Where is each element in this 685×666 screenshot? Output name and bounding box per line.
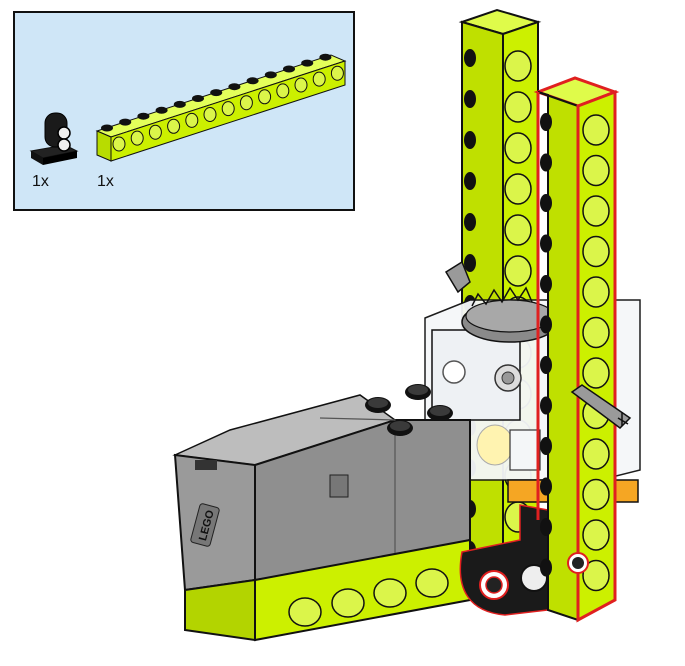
- beam-stud-hole: [264, 71, 277, 79]
- beam-hole: [582, 235, 610, 268]
- beam-hole: [540, 477, 552, 496]
- beam-side-hole: [112, 136, 126, 152]
- beam-hole: [582, 154, 610, 187]
- beam-side-hole: [330, 65, 344, 81]
- black-pin-connector-placed: [459, 504, 549, 616]
- beam-side-hole: [185, 112, 199, 128]
- grey-gear: [444, 260, 559, 343]
- beam-hole: [540, 113, 552, 131]
- beam-hole: [540, 315, 552, 334]
- beam-side-hole: [258, 89, 272, 105]
- beam-hole: [582, 114, 610, 146]
- beam-stud-hole: [119, 118, 132, 126]
- beam-side-hole: [148, 124, 162, 140]
- beam-hole: [540, 558, 552, 577]
- parts-list-graphics: [29, 53, 347, 165]
- beam-hole: [582, 316, 610, 349]
- beam-stud-hole: [155, 106, 168, 114]
- beam-hole: [504, 91, 532, 123]
- beam-stud-hole: [283, 65, 295, 73]
- grey-motor: LEGO: [172, 384, 471, 592]
- quantity-label-connector: 1x: [32, 173, 49, 190]
- beam-hole: [540, 234, 552, 253]
- beam-hole: [582, 357, 610, 389]
- beam-hole: [464, 172, 476, 190]
- beam-hole: [504, 214, 532, 246]
- beam-hole: [464, 131, 476, 149]
- beam-hole: [540, 275, 552, 293]
- beam-side-hole: [276, 83, 290, 99]
- beam-side-hole: [294, 77, 308, 93]
- beam-stud-hole: [173, 100, 186, 108]
- lime-base-beam: [184, 538, 471, 642]
- technic-beam-13-icon: [95, 53, 347, 162]
- parts-list-callout: 1x 1x: [13, 11, 355, 211]
- motor-logo: LEGO: [190, 503, 220, 547]
- lime-vertical-beam-front-new: [533, 76, 620, 623]
- beam-hole: [582, 195, 610, 227]
- grey-axle: [570, 384, 632, 429]
- beam-hole: [582, 559, 610, 592]
- beam-hole: [582, 519, 610, 551]
- beam-hole: [582, 276, 610, 308]
- beam-hole: [504, 50, 532, 82]
- beam-hole: [540, 153, 552, 172]
- beam-hole: [464, 49, 476, 67]
- beam-stud-hole: [246, 77, 259, 85]
- beam-hole: [464, 90, 476, 108]
- beam-stud-hole: [319, 53, 332, 61]
- beam-stud-hole: [301, 59, 314, 67]
- beam-side-hole: [239, 95, 253, 111]
- beam-stud-hole: [192, 95, 204, 102]
- quantity-label-beam: 1x: [97, 173, 114, 190]
- beam-side-hole: [221, 101, 235, 117]
- beam-side-hole: [167, 118, 181, 134]
- beam-side-hole: [312, 71, 326, 87]
- beam-hole: [540, 518, 552, 536]
- beam-hole: [464, 254, 476, 272]
- motor-studs: [365, 384, 453, 436]
- beam-hole: [582, 438, 610, 470]
- beam-hole: [582, 478, 610, 511]
- beam-hole: [464, 213, 476, 231]
- beam-side-hole: [130, 130, 144, 146]
- beam-stud-hole: [101, 124, 113, 132]
- technic-pin-connector-perpendicular-icon: [29, 112, 79, 165]
- beam-hole: [504, 132, 532, 164]
- beam-hole: [540, 437, 552, 455]
- beam-hole: [540, 396, 552, 415]
- beam-stud-hole: [137, 112, 150, 120]
- beam-hole: [504, 173, 532, 205]
- beam-stud-hole: [228, 83, 241, 91]
- beam-hole: [504, 255, 532, 287]
- beam-stud-hole: [210, 89, 223, 97]
- beam-hole: [540, 356, 552, 374]
- beam-side-hole: [203, 107, 217, 122]
- beam-hole: [540, 194, 552, 212]
